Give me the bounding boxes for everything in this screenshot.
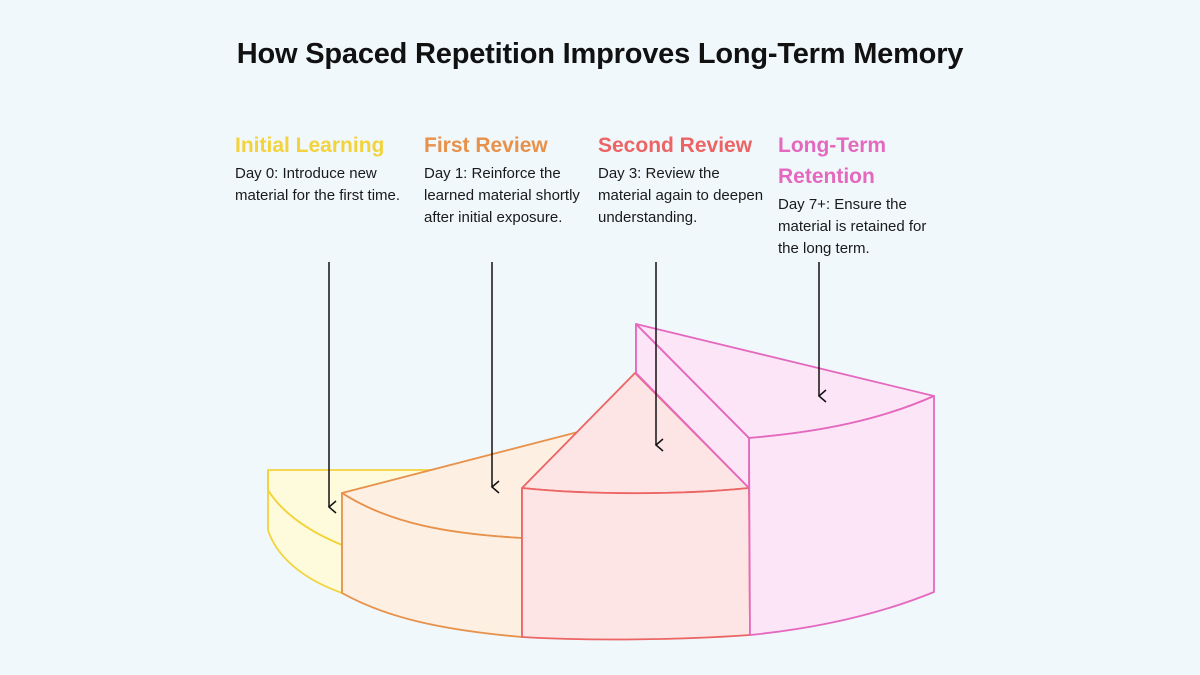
- stage-title: First Review: [424, 134, 548, 157]
- stage-first-review: First Review Day 1: Reinforce the learne…: [424, 130, 584, 229]
- stage-description: Day 1: Reinforce the learned material sh…: [424, 165, 580, 226]
- segment-first-review: [341, 431, 579, 638]
- stage-title: Second Review: [598, 134, 753, 157]
- segment-side-face: [521, 487, 751, 641]
- stage-description: Day 0: Introduce new material for the fi…: [235, 165, 401, 204]
- stage-description: Day 3: Review the material again to deep…: [598, 165, 764, 226]
- diagram-title: How Spaced Repetition Improves Long-Term…: [236, 38, 964, 70]
- stage-title: Long-Term Retention: [778, 134, 887, 188]
- stage-second-review: Second Review Day 3: Review the material…: [598, 130, 773, 229]
- segment-long-term-retention: [635, 323, 935, 636]
- segment-second-review: [521, 372, 751, 641]
- segment-side-face: [748, 395, 935, 636]
- segment-edge: [635, 323, 750, 439]
- stage-description: Day 7+: Ensure the material is retained …: [778, 196, 927, 257]
- stage-initial-learning: Initial Learning Day 0: Introduce new ma…: [235, 130, 410, 207]
- stage-title: Initial Learning: [235, 134, 385, 157]
- stage-long-term-retention: Long-Term Retention Day 7+: Ensure the m…: [778, 130, 928, 260]
